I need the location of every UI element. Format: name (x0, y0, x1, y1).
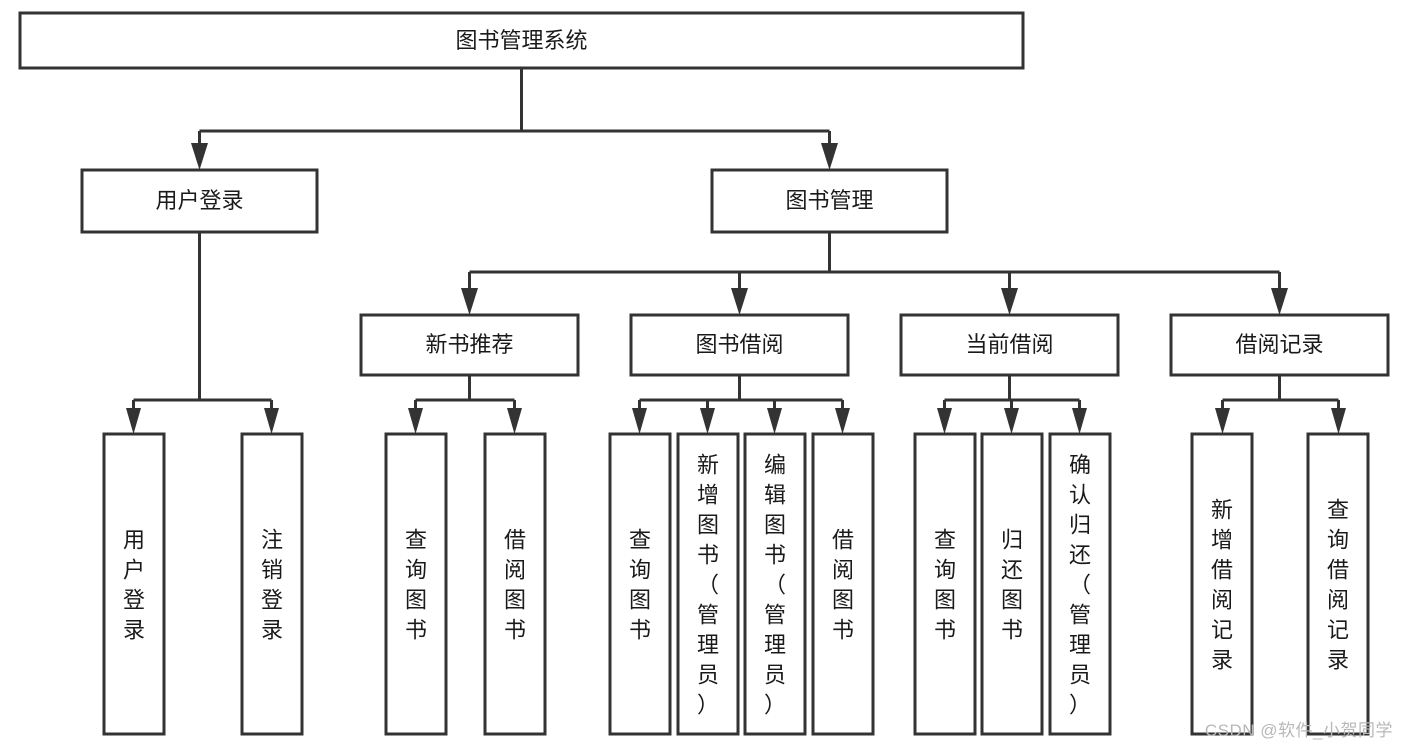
node-current-borrow-box[interactable] (899, 313, 1120, 377)
node-leaf-query-record-box[interactable] (1306, 432, 1370, 736)
arrow-user-login (191, 143, 208, 170)
arrow-leaf-user-logout (264, 408, 279, 434)
node-leaf-return-book[interactable]: 归还图书 (980, 432, 1044, 736)
arrow-leaf-user-login (126, 408, 141, 434)
node-leaf-user-login-box[interactable] (102, 432, 166, 736)
node-leaf-return-book-box[interactable] (980, 432, 1044, 736)
arrow-leaf-edit-book (767, 408, 782, 434)
arrow-leaf-query-record (1331, 408, 1346, 434)
node-leaf-confirm-return[interactable]: 确认归还（管理员） (1048, 432, 1112, 736)
node-leaf-query-book-1-box[interactable] (384, 432, 448, 736)
node-book-manage-box[interactable] (710, 168, 949, 234)
node-user-login[interactable]: 用户登录 (80, 168, 319, 234)
arrow-leaf-query-book-1 (408, 408, 423, 434)
node-book-borrow[interactable]: 图书借阅 (629, 313, 850, 377)
node-leaf-edit-book-box[interactable] (743, 432, 807, 736)
node-leaf-query-book-2[interactable]: 查询图书 (608, 432, 672, 736)
arrow-leaf-add-book (700, 408, 715, 434)
arrow-leaf-confirm-return (1072, 408, 1087, 434)
arrow-book-borrow (731, 288, 748, 315)
node-leaf-query-book-2-box[interactable] (608, 432, 672, 736)
node-leaf-borrow-book-2[interactable]: 借阅图书 (811, 432, 875, 736)
node-leaf-user-logout[interactable]: 注销登录 (240, 432, 304, 736)
node-leaf-borrow-book-2-label: 借阅图书 (832, 527, 854, 642)
arrow-new-book-rec (461, 288, 478, 315)
node-leaf-confirm-return-box[interactable] (1048, 432, 1112, 736)
node-new-book-rec[interactable]: 新书推荐 (359, 313, 580, 377)
edge-layer (126, 68, 1346, 434)
node-leaf-edit-book[interactable]: 编辑图书（管理员） (743, 432, 807, 736)
node-user-login-box[interactable] (80, 168, 319, 234)
node-leaf-add-book-box[interactable] (676, 432, 740, 736)
node-leaf-add-record-label: 新增借阅记录 (1211, 497, 1233, 672)
node-book-borrow-box[interactable] (629, 313, 850, 377)
arrow-borrow-record (1271, 288, 1288, 315)
arrow-current-borrow (1001, 288, 1018, 315)
node-leaf-confirm-return-label: 确认归还（管理员） (1069, 452, 1091, 717)
node-leaf-query-record[interactable]: 查询借阅记录 (1306, 432, 1370, 736)
node-borrow-record-label: 借阅记录 (1235, 332, 1323, 357)
arrow-leaf-add-record (1215, 408, 1230, 434)
node-leaf-borrow-book-1-box[interactable] (483, 432, 547, 736)
node-new-book-rec-label: 新书推荐 (425, 332, 513, 357)
node-leaf-user-logout-label: 注销登录 (261, 527, 283, 642)
node-leaf-user-login[interactable]: 用户登录 (102, 432, 166, 736)
node-root-label: 图书管理系统 (455, 28, 587, 53)
node-book-borrow-label: 图书借阅 (695, 332, 783, 357)
node-new-book-rec-box[interactable] (359, 313, 580, 377)
node-leaf-return-book-label: 归还图书 (1001, 527, 1023, 642)
node-leaf-query-book-3-box[interactable] (913, 432, 977, 736)
node-leaf-query-book-1[interactable]: 查询图书 (384, 432, 448, 736)
node-leaf-user-login-label: 用户登录 (123, 527, 145, 642)
node-leaf-query-book-1-label: 查询图书 (405, 527, 427, 642)
arrow-leaf-query-book-2 (632, 408, 647, 434)
node-leaf-borrow-book-1[interactable]: 借阅图书 (483, 432, 547, 736)
node-leaf-edit-book-label: 编辑图书（管理员） (764, 452, 786, 717)
node-leaf-add-book-label: 新增图书（管理员） (697, 452, 719, 717)
node-borrow-record-box[interactable] (1169, 313, 1390, 377)
node-leaf-query-book-3-label: 查询图书 (934, 527, 956, 642)
node-current-borrow[interactable]: 当前借阅 (899, 313, 1120, 377)
arrow-leaf-borrow-book-1 (507, 408, 522, 434)
node-leaf-add-record-box[interactable] (1190, 432, 1254, 736)
node-user-login-label: 用户登录 (155, 188, 243, 213)
node-borrow-record[interactable]: 借阅记录 (1169, 313, 1390, 377)
node-leaf-add-record[interactable]: 新增借阅记录 (1190, 432, 1254, 736)
node-root-box[interactable] (18, 11, 1025, 70)
arrow-leaf-query-book-3 (937, 408, 952, 434)
node-leaf-user-logout-box[interactable] (240, 432, 304, 736)
node-book-manage[interactable]: 图书管理 (710, 168, 949, 234)
node-leaf-borrow-book-2-box[interactable] (811, 432, 875, 736)
node-current-borrow-label: 当前借阅 (965, 332, 1053, 357)
arrow-leaf-borrow-book-2 (835, 408, 850, 434)
node-leaf-query-book-3[interactable]: 查询图书 (913, 432, 977, 736)
node-book-manage-label: 图书管理 (785, 188, 873, 213)
arrow-leaf-return-book (1004, 408, 1019, 434)
node-leaf-borrow-book-1-label: 借阅图书 (504, 527, 526, 642)
arrow-book-manage (821, 143, 838, 170)
node-leaf-query-record-label: 查询借阅记录 (1327, 497, 1349, 672)
node-leaf-add-book[interactable]: 新增图书（管理员） (676, 432, 740, 736)
node-root[interactable]: 图书管理系统 (18, 11, 1025, 70)
node-leaf-query-book-2-label: 查询图书 (629, 527, 651, 642)
